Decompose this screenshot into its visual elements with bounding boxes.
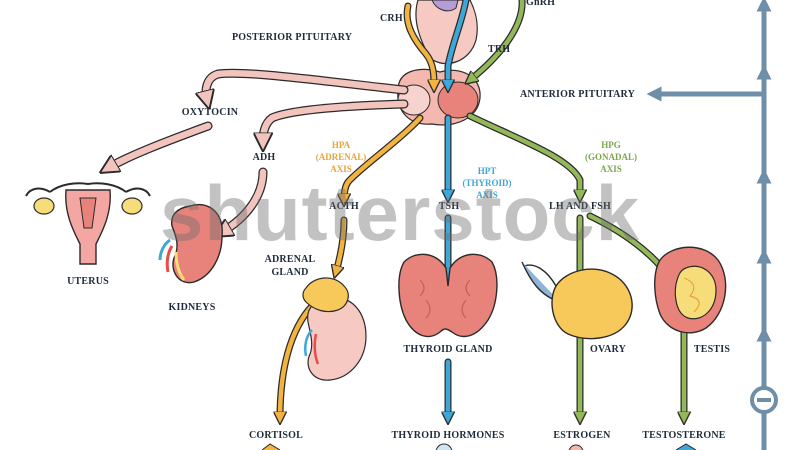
hpt-axis-line3: AXIS [476,190,498,200]
thyroid-gland-icon [398,253,498,338]
anterior-pituitary-label: ANTERIOR PITUITARY [520,89,636,100]
thyroid-gland-label: THYROID GLAND [403,344,493,355]
estrogen-molecule-icon [568,444,584,450]
lh-fsh-label: LH AND FSH [548,201,612,212]
hpa-axis-label: HPA (ADRENAL) AXIS [316,139,367,175]
ovary-label: OVARY [589,344,627,355]
hpa-axis-arrows [280,2,434,418]
hpt-axis-line1: HPT [477,166,497,176]
kidney-icon [158,203,223,284]
testosterone-label: TESTOSTERONE [642,430,726,441]
acth-label: ACTH [329,201,359,212]
hpa-axis-line3: AXIS [330,164,352,174]
posterior-pituitary-label: POSTERIOR PITUITARY [232,32,353,43]
adrenal-gland-icon [302,277,367,381]
testis-icon [654,246,727,334]
hpt-axis-arrows [448,0,470,418]
testis-label: TESTIS [693,344,731,355]
tsh-label: TSH [438,201,460,212]
hpt-axis-line2: (THYROID) [462,178,512,188]
hpg-axis-line1: HPG [601,140,621,150]
kidneys-label: KIDNEYS [168,302,216,313]
hpg-axis-line3: AXIS [600,164,622,174]
hpa-axis-line2: (ADRENAL) [315,152,367,162]
cortisol-molecule-icon [261,443,281,450]
trh-label: TRH [488,44,511,55]
estrogen-label: ESTROGEN [553,430,611,441]
testosterone-molecule-icon [675,443,697,450]
gland-label: GLAND [271,267,309,278]
cortisol-label: CORTISOL [248,430,304,441]
crh-label: CRH [380,13,403,24]
oxytocin-label: OXYTOCIN [181,107,239,118]
thyroid-hormones-molecule-icon [435,443,453,450]
thyroid-hormones-label: THYROID HORMONES [391,430,505,441]
uterus-label: UTERUS [67,276,109,287]
minus-circle-icon [750,386,778,414]
adh-label: ADH [252,152,276,163]
hpa-axis-line1: HPA [331,140,351,150]
hpt-axis-label: HPT (THYROID) AXIS [463,165,512,201]
uterus-icon [25,182,151,265]
hpg-axis-line2: (GONADAL) [585,152,637,162]
hpg-axis-label: HPG (GONADAL) AXIS [585,139,637,175]
posterior-pituitary-arrows [108,68,409,232]
negative-feedback-loop [646,0,772,450]
adrenal-label: ADRENAL [264,254,316,265]
ovary-icon [521,261,633,340]
gnrh-label: GnRH [526,0,556,8]
